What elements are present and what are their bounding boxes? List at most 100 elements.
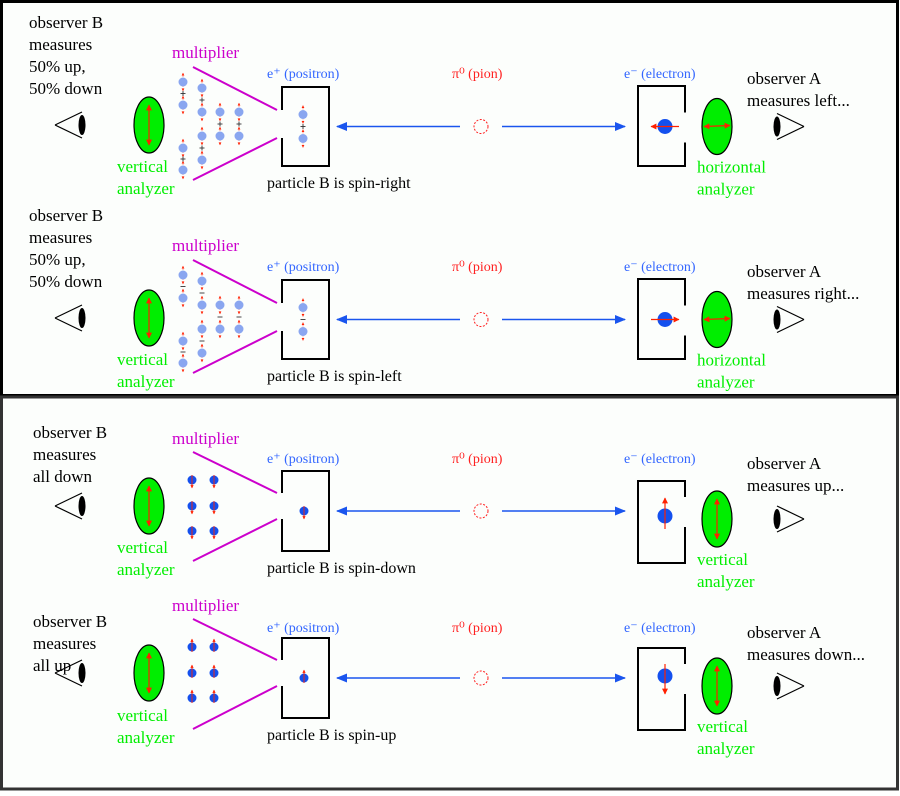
positron-label: e⁺ (positron) xyxy=(267,67,340,82)
eye-pupil xyxy=(773,116,781,137)
particle xyxy=(209,475,219,489)
eye-icon xyxy=(54,659,86,687)
electron-label: e⁻ (electron) xyxy=(624,452,696,467)
particle xyxy=(178,95,188,115)
particle xyxy=(197,319,207,339)
particle-b-caption: particle B is spin-right xyxy=(267,175,411,192)
multiplier-label: multiplier xyxy=(172,596,239,615)
observer-a-text-line: measures down... xyxy=(747,645,865,664)
particle-dot xyxy=(197,276,207,286)
particle-dot xyxy=(215,107,225,117)
eye-icon xyxy=(773,305,805,334)
particle xyxy=(197,295,207,315)
left-analyzer xyxy=(133,644,165,702)
particle xyxy=(187,501,197,515)
right-analyzer xyxy=(701,490,733,548)
particle-dot xyxy=(234,107,244,117)
multiplied-particles xyxy=(187,638,219,703)
eye-icon xyxy=(773,112,805,141)
particle xyxy=(187,475,197,489)
left-analyzer-label-line: vertical xyxy=(117,538,168,557)
particle xyxy=(209,664,219,678)
observer-b-text-line: all up xyxy=(33,656,71,675)
eye-pupil xyxy=(773,676,781,696)
observer-b-text-line: observer B xyxy=(33,423,107,442)
particle xyxy=(187,638,197,652)
particle xyxy=(187,664,197,678)
eye-outline xyxy=(54,492,83,520)
observer-a-text-line: observer A xyxy=(747,262,822,281)
particle xyxy=(197,126,207,146)
particle xyxy=(298,322,308,341)
particle-b-box xyxy=(281,637,330,719)
particle xyxy=(215,319,225,339)
observer-b-text-line: measures xyxy=(29,35,92,54)
detector-box xyxy=(637,647,686,731)
observer-b-text-line: 50% down xyxy=(29,79,103,98)
particle xyxy=(178,331,188,351)
particle xyxy=(298,129,308,148)
particle xyxy=(187,689,197,703)
observer-b-text-line: all down xyxy=(33,467,93,486)
left-analyzer-label-line: vertical xyxy=(117,706,168,725)
particle-dot xyxy=(215,324,225,334)
eye-outline xyxy=(776,505,805,533)
multiplier-funnel-bottom xyxy=(192,685,278,730)
particle xyxy=(234,102,244,122)
multiplier-label: multiplier xyxy=(172,236,239,255)
particle xyxy=(178,138,188,158)
eye-icon xyxy=(54,304,86,332)
particle-dot xyxy=(178,336,188,346)
right-analyzer-label-line: vertical xyxy=(697,550,748,569)
observer-a-text-line: observer A xyxy=(747,623,822,642)
particle-dot xyxy=(197,131,207,141)
eye-outline xyxy=(776,305,805,334)
particle xyxy=(299,506,309,520)
left-analyzer xyxy=(133,96,165,154)
particle-a-box xyxy=(637,85,686,167)
observer-b-text-line: observer B xyxy=(29,13,103,32)
pion-source xyxy=(473,119,489,134)
particle xyxy=(197,271,207,291)
particle-dot xyxy=(215,300,225,310)
multiplier-funnel-top xyxy=(192,451,278,494)
detector-box xyxy=(637,278,686,360)
particle-dot xyxy=(197,300,207,310)
particle xyxy=(298,105,308,124)
particle-b-box xyxy=(281,86,330,167)
particle xyxy=(209,689,219,703)
left-analyzer-label-line: vertical xyxy=(117,350,168,369)
multiplied-particles xyxy=(187,475,219,540)
particle-b-box xyxy=(281,470,330,552)
particle-dot xyxy=(178,358,188,368)
observer-b-text-line: 50% up, xyxy=(29,250,86,269)
bottom-frame xyxy=(0,395,899,791)
pion-label: π⁰ (pion) xyxy=(452,260,503,275)
particle-dot xyxy=(197,324,207,334)
positron-label: e⁺ (positron) xyxy=(267,452,340,467)
multiplied-particles xyxy=(178,265,244,373)
eye-outline xyxy=(54,111,83,139)
left-analyzer-label-line: analyzer xyxy=(117,728,175,747)
particle xyxy=(215,102,225,122)
right-analyzer xyxy=(701,97,733,156)
left-analyzer xyxy=(133,477,165,535)
pion-label: π⁰ (pion) xyxy=(452,67,503,82)
particle-dot xyxy=(298,110,308,119)
particle xyxy=(197,102,207,122)
multiplier-label: multiplier xyxy=(172,429,239,448)
right-analyzer-label-line: analyzer xyxy=(697,373,755,392)
right-analyzer xyxy=(701,657,733,715)
particle-dot xyxy=(215,131,225,141)
detector-box xyxy=(281,470,330,552)
particle-dot xyxy=(178,143,188,153)
observer-a-text-line: measures up... xyxy=(747,476,844,495)
right-analyzer-label-line: analyzer xyxy=(697,180,755,199)
observer-b-text-line: measures xyxy=(33,445,96,464)
eye-outline xyxy=(776,112,805,141)
particle-a-box xyxy=(637,278,686,360)
particle-a-box xyxy=(637,647,686,731)
